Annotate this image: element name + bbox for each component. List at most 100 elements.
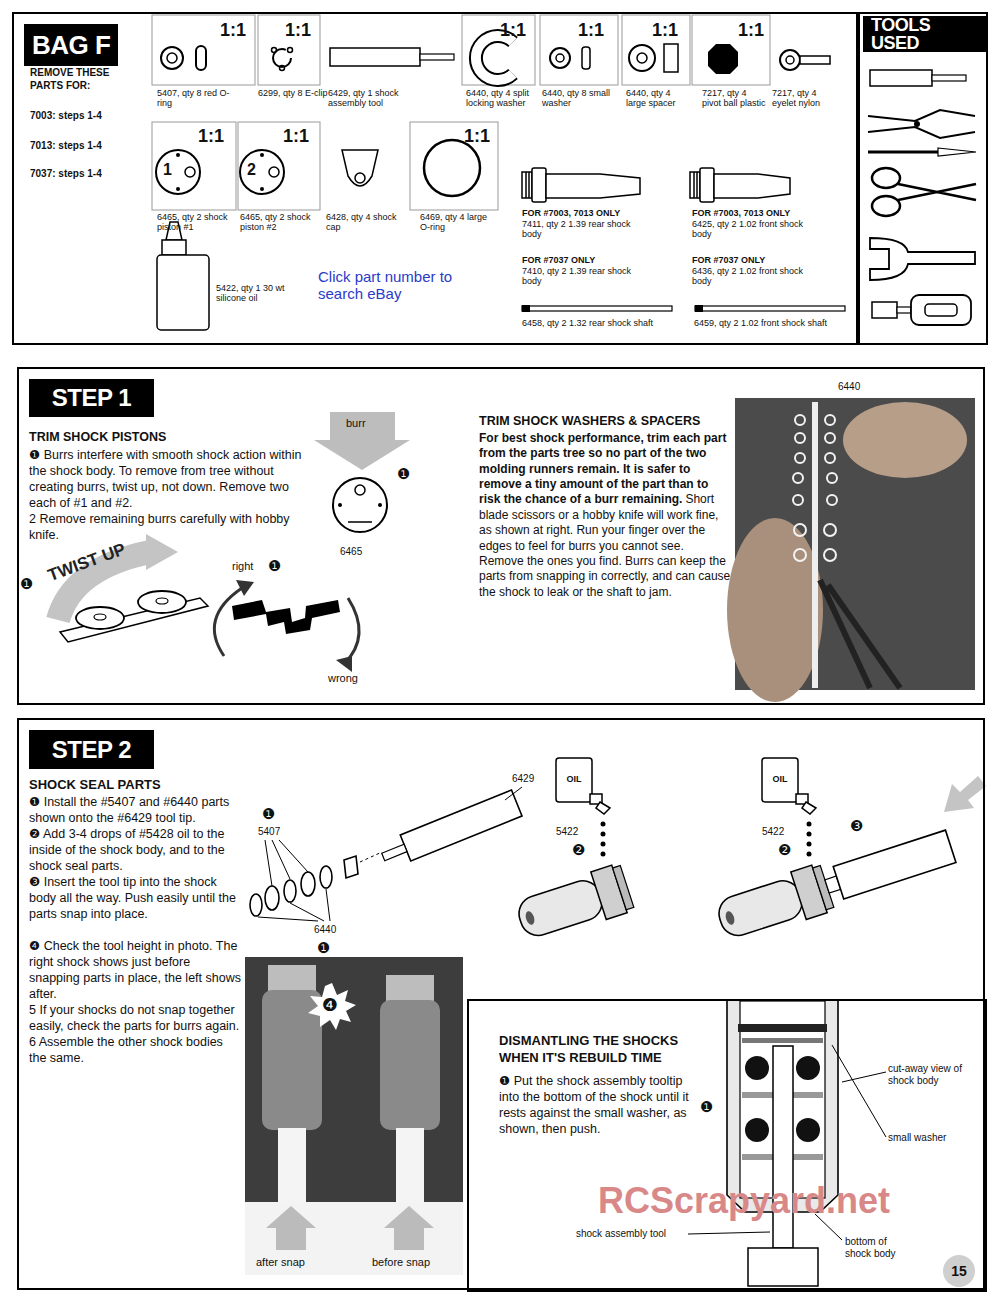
part-label: 5422, qty 1 30 wt silicone oil bbox=[216, 283, 285, 303]
tools-panel: TOOLS USED bbox=[858, 12, 988, 345]
text: ❶ Install the #5407 and #6440 parts show… bbox=[29, 795, 229, 825]
callout-number: ❶ bbox=[397, 466, 417, 483]
part-label: bottom of shock body bbox=[845, 1236, 907, 1259]
callout-number: ❶ bbox=[397, 465, 410, 483]
text: 7013: steps 1-4 bbox=[30, 140, 102, 151]
paragraph: TRIM SHOCK PISTONS bbox=[29, 429, 314, 445]
part-label: 6429 bbox=[512, 773, 534, 784]
paragraph: 7013: steps 1-4 bbox=[30, 140, 140, 153]
scale-mark: 1:1 bbox=[500, 20, 526, 40]
callout-number: ❶ bbox=[268, 558, 288, 575]
part-label: 6440, qty 4 large spacer bbox=[626, 88, 690, 109]
text: ❹ Check the tool height in photo. The ri… bbox=[29, 939, 241, 1001]
text-column: REMOVE THESE PARTS FOR: bbox=[30, 67, 135, 93]
callout-number: ❶ bbox=[317, 939, 330, 957]
title-tab: STEP 2 bbox=[29, 730, 154, 769]
paragraph: STEP 2 bbox=[52, 738, 131, 762]
callout-number: ❹ bbox=[322, 995, 346, 1016]
scale-mark: 1:1 bbox=[285, 20, 311, 40]
bag-panel: BAG F REMOVE THESE PARTS FOR: 7003: steps … bbox=[12, 12, 858, 345]
part-label: wrong bbox=[328, 672, 358, 684]
callout-number: ❷ bbox=[572, 841, 585, 859]
part-label: cut-away view of shock body bbox=[888, 1063, 962, 1086]
scale-mark: 1:1 bbox=[578, 20, 618, 41]
scale-mark: 1:1 bbox=[283, 126, 309, 146]
callout-number: ❷ bbox=[778, 842, 798, 859]
text-column: TRIM SHOCK WASHERS & SPACERSFor best sho… bbox=[479, 413, 731, 600]
text-column: DISMANTLING THE SHOCKS WHEN IT'S REBUILD… bbox=[499, 1033, 714, 1066]
scale-mark: 1:1 bbox=[738, 20, 764, 40]
part-label: 5422 bbox=[762, 826, 798, 838]
part-label: 5422 bbox=[556, 826, 578, 837]
text: ❶ Put the shock assembly tooltip into th… bbox=[499, 1074, 689, 1136]
part-label: 6458, qty 2 1.32 rear shock shaft bbox=[522, 318, 672, 328]
part-label: 6440 bbox=[314, 924, 336, 935]
part-label: 5407, qty 8 red O-ring bbox=[157, 88, 237, 109]
bottle-label: OIL bbox=[558, 774, 590, 784]
scale-mark: 1:1 bbox=[198, 126, 238, 147]
part-label: small washer bbox=[888, 1132, 946, 1143]
callout-number: ❶ bbox=[20, 575, 33, 593]
part-label: FOR #7003, 7013 ONLY bbox=[522, 208, 672, 218]
text: 7003: steps 1-4 bbox=[30, 110, 102, 121]
text: 5 If your shocks do not snap together ea… bbox=[29, 1003, 239, 1033]
part-label: before snap bbox=[372, 1256, 430, 1268]
part-label: shock assembly tool bbox=[576, 1228, 666, 1239]
callout-number: ❶ bbox=[20, 576, 40, 593]
part-label: FOR #7003, 7013 ONLY bbox=[692, 208, 842, 218]
title-tab: BAG F bbox=[24, 24, 118, 66]
text: Short blade scissors or a hobby knife wi… bbox=[479, 492, 730, 598]
tab-title: BAG F bbox=[32, 30, 110, 60]
callout-number: ❶ bbox=[268, 557, 281, 575]
part-label: 7217, qty 4 eyelet nylon bbox=[772, 88, 834, 109]
paragraph: 2 Remove remaining burrs carefully with … bbox=[29, 511, 314, 543]
text: TRIM SHOCK WASHERS & SPACERS bbox=[479, 414, 700, 428]
dismantle-box: DISMANTLING THE SHOCKS WHEN IT'S REBUILD… bbox=[467, 999, 987, 1292]
part-label: 7217, qty 4 pivot ball plastic bbox=[702, 88, 766, 109]
part-label: 6425, qty 2 1.02 front shock body bbox=[692, 219, 803, 239]
scale-mark: 1:1 bbox=[220, 20, 246, 40]
part-label: 6440, qty 4 split locking washer bbox=[466, 88, 536, 109]
text-column: SHOCK SEAL PARTS❶ Install the #5407 and … bbox=[29, 777, 241, 1066]
text-column: 7037: steps 1-4 bbox=[30, 168, 140, 181]
part-label: small washer bbox=[888, 1132, 968, 1144]
part-label: 5422, qty 1 30 wt silicone oil bbox=[216, 283, 286, 304]
link-note: Click part number to search eBay bbox=[318, 268, 483, 303]
bottle-label: OIL bbox=[567, 774, 582, 784]
part-label: 5407, qty 8 red O-ring bbox=[157, 88, 230, 108]
scale-mark: 1:1 bbox=[283, 126, 323, 147]
watermark: RCScrapyard.net bbox=[598, 1180, 928, 1221]
paragraph: REMOVE THESE PARTS FOR: bbox=[30, 67, 135, 93]
part-label: 2 bbox=[247, 161, 261, 179]
paragraph: ❶ Put the shock assembly tooltip into th… bbox=[499, 1073, 694, 1137]
callout-number: ❶ bbox=[700, 1098, 713, 1116]
title-tab: TOOLS USED bbox=[863, 16, 986, 52]
part-label: after snap bbox=[256, 1256, 326, 1269]
part-label: 7410, qty 2 1.39 rear shock body bbox=[522, 266, 652, 287]
part-label: 6469, qty 4 large O-ring bbox=[420, 212, 498, 233]
scale-mark: 1:1 bbox=[220, 20, 260, 41]
part-label: 7217, qty 4 eyelet nylon bbox=[772, 88, 820, 108]
text: 2 Remove remaining burrs carefully with … bbox=[29, 512, 290, 542]
part-label: 6440 bbox=[314, 924, 354, 936]
scale-mark: 1:1 bbox=[578, 20, 604, 40]
part-label: wrong bbox=[328, 672, 373, 685]
paragraph: STEP 1 bbox=[52, 386, 131, 410]
callout-number: ❶ bbox=[262, 806, 282, 823]
paragraph: TOOLS USED bbox=[871, 16, 978, 52]
part-label: 6440, qty 8 small washer bbox=[542, 88, 610, 108]
scale-mark: 1:1 bbox=[464, 126, 504, 147]
scale-mark: 1:1 bbox=[500, 20, 540, 41]
part-label: right bbox=[232, 560, 253, 572]
part-label: 6465 bbox=[340, 546, 380, 558]
part-label: 7411, qty 2 1.39 rear shock body bbox=[522, 219, 652, 240]
part-label: 1 bbox=[163, 161, 177, 179]
part-label: 6459, qty 2 1.02 front shock shaft bbox=[694, 318, 844, 328]
part-label: 6459, qty 2 1.02 front shock shaft bbox=[694, 318, 827, 328]
paragraph: 5 If your shocks do not snap together ea… bbox=[29, 1002, 241, 1034]
scale-mark: 1:1 bbox=[285, 20, 325, 41]
text: DISMANTLING THE SHOCKS WHEN IT'S REBUILD… bbox=[499, 1033, 678, 1065]
scale-mark: 1:1 bbox=[464, 126, 490, 146]
part-label: 6436, qty 2 1.02 front shock body bbox=[692, 266, 803, 286]
